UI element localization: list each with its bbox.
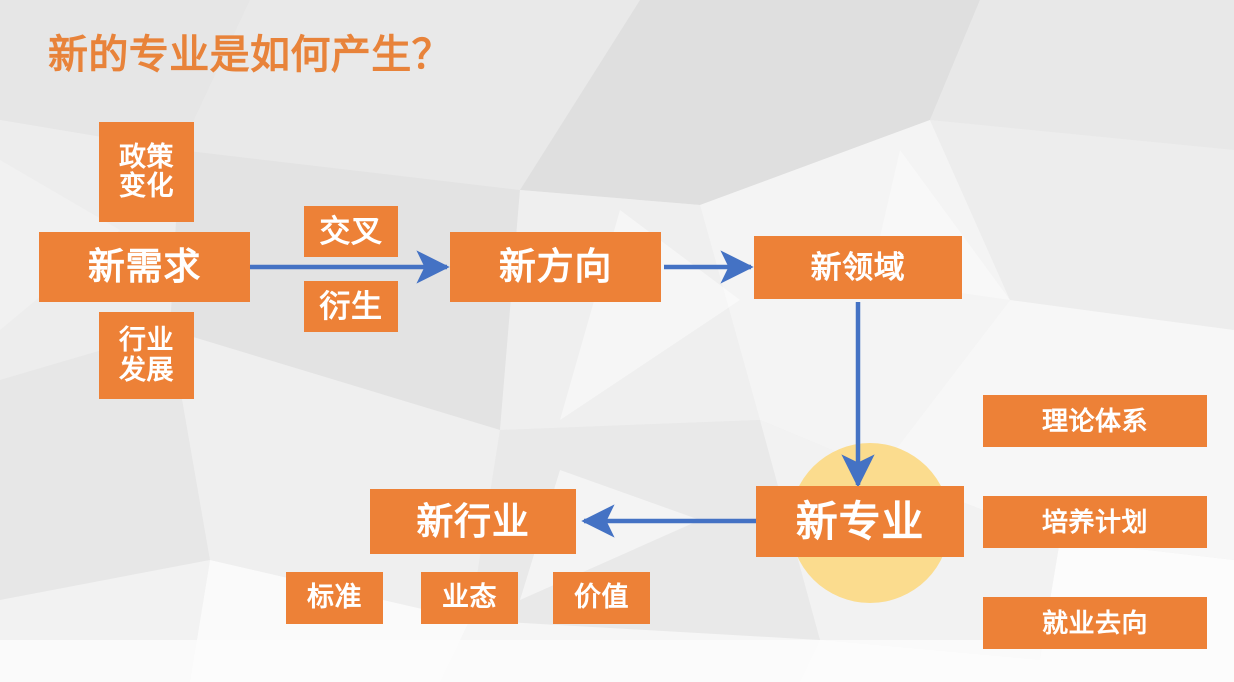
node-standard[interactable]: 标准 (286, 572, 383, 624)
node-new-field[interactable]: 新领域 (754, 236, 962, 299)
node-training-plan[interactable]: 培养计划 (983, 496, 1207, 548)
node-theory-system[interactable]: 理论体系 (983, 395, 1207, 447)
node-format[interactable]: 业态 (421, 572, 518, 624)
node-new-major[interactable]: 新专业 (756, 486, 964, 557)
node-policy-change[interactable]: 政策 变化 (99, 122, 194, 222)
node-industry-development[interactable]: 行业 发展 (99, 312, 194, 399)
node-new-demand[interactable]: 新需求 (39, 232, 250, 302)
edge-label-intersect[interactable]: 交叉 (304, 206, 398, 257)
edge-label-derive[interactable]: 衍生 (304, 281, 398, 332)
node-new-industry[interactable]: 新行业 (370, 489, 576, 554)
node-value[interactable]: 价值 (553, 572, 650, 624)
node-new-direction[interactable]: 新方向 (450, 232, 661, 302)
page-title: 新的专业是如何产生？ (48, 33, 452, 77)
node-employment-direction[interactable]: 就业去向 (983, 597, 1207, 649)
